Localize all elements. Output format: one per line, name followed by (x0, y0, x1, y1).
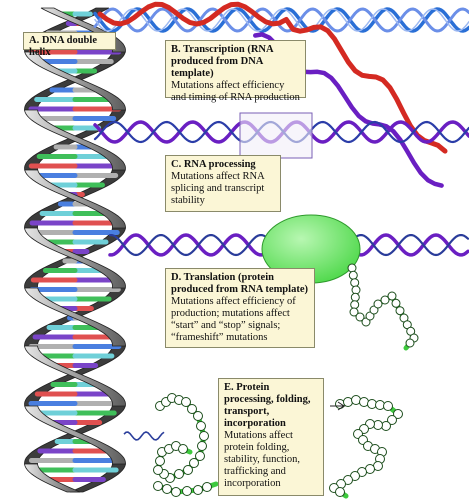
dna-strand-top (94, 8, 469, 32)
dna-backbone-strand (24, 169, 126, 229)
amino-acid-bead (350, 300, 360, 310)
dna-backbone-strand (24, 51, 126, 111)
amino-acid-bead (178, 444, 188, 454)
dna-strand-top (93, 7, 469, 33)
amino-acid-bead (183, 465, 193, 475)
amino-acid-bead (202, 482, 212, 492)
label-a-title: A. DNA double helix (29, 35, 97, 58)
protein-chains (123, 263, 419, 499)
label-e-protein-processing: E. Protein processing, folding, transpor… (218, 378, 324, 496)
amino-acid-bead (349, 307, 359, 317)
label-b-title: B. Transcription (RNA produced from DNA … (171, 44, 273, 79)
dna-backbone-strand (23, 227, 126, 289)
amino-acid-bead (387, 415, 397, 425)
arrow-icon (330, 401, 346, 411)
label-d-title: D. Translation (protein produced from RN… (171, 272, 308, 295)
amino-acid-bead (187, 404, 197, 414)
amino-acid-bead (380, 295, 390, 305)
amino-acid-bead (387, 291, 397, 301)
label-b-transcription: B. Transcription (RNA produced from DNA … (165, 40, 306, 103)
signal-peptide-strand (123, 431, 165, 441)
amino-acid-bead (383, 401, 393, 411)
amino-acid-bead (393, 409, 403, 419)
amino-acid-bead (182, 486, 192, 496)
amino-acid-bead (193, 485, 203, 495)
dna-backbone-strand (23, 345, 126, 407)
amino-acid-bead (153, 481, 163, 491)
label-b-body: Mutations affect efficiency and timing o… (171, 80, 300, 103)
amino-acid-bead (193, 411, 203, 421)
amino-acid-bead (348, 270, 358, 280)
amino-acid-bead (174, 469, 184, 479)
label-c-rna-processing: C. RNA processing Mutations affect RNA s… (165, 155, 281, 212)
amino-acid-bead (197, 441, 207, 451)
amino-acid-bead (350, 292, 360, 302)
amino-acid-bead (373, 299, 383, 309)
amino-acid-bead (351, 285, 361, 295)
amino-acid-bead (347, 263, 357, 273)
amino-acid-bead (350, 278, 360, 288)
label-a-dna-double-helix: A. DNA double helix (23, 32, 116, 58)
dna-double-helix (23, 7, 127, 493)
label-d-body: Mutations affect efficiency of productio… (171, 296, 296, 343)
label-e-body: Mutations affect protein folding, stabil… (224, 430, 301, 489)
amino-acid-bead (155, 456, 165, 466)
amino-acid-bead (335, 487, 345, 497)
dna-strand-top (93, 7, 469, 33)
amino-acid-bead (391, 298, 401, 308)
dna-backbone-strand (23, 463, 81, 493)
amino-acid-bead (153, 465, 163, 475)
amino-acid-bead (189, 458, 199, 468)
label-c-title: C. RNA processing (171, 159, 256, 170)
dna-backbone-strand (24, 405, 126, 465)
dna-backbone-strand (23, 109, 126, 171)
amino-acid-bead (195, 451, 205, 461)
amino-acid-bead (355, 312, 365, 322)
amino-acid-bead (181, 397, 191, 407)
label-c-body: Mutations affect RNA splicing and transc… (171, 171, 265, 206)
dna-backbone-strand (40, 7, 126, 53)
dna-backbone-strand (24, 287, 126, 347)
label-e-title: E. Protein processing, folding, transpor… (224, 382, 311, 429)
amino-acid-bead (395, 306, 405, 316)
rna-processing-highlight (239, 112, 313, 159)
amino-acid-bead (196, 421, 206, 431)
amino-acid-bead (405, 338, 415, 348)
amino-acid-bead (199, 431, 209, 441)
amino-acid-bead (162, 484, 172, 494)
nascent-protein-chain-backbone (349, 265, 417, 351)
label-d-translation: D. Translation (protein produced from RN… (165, 268, 315, 348)
rna-transcript-red (97, 1, 448, 154)
amino-acid-bead (171, 487, 181, 497)
